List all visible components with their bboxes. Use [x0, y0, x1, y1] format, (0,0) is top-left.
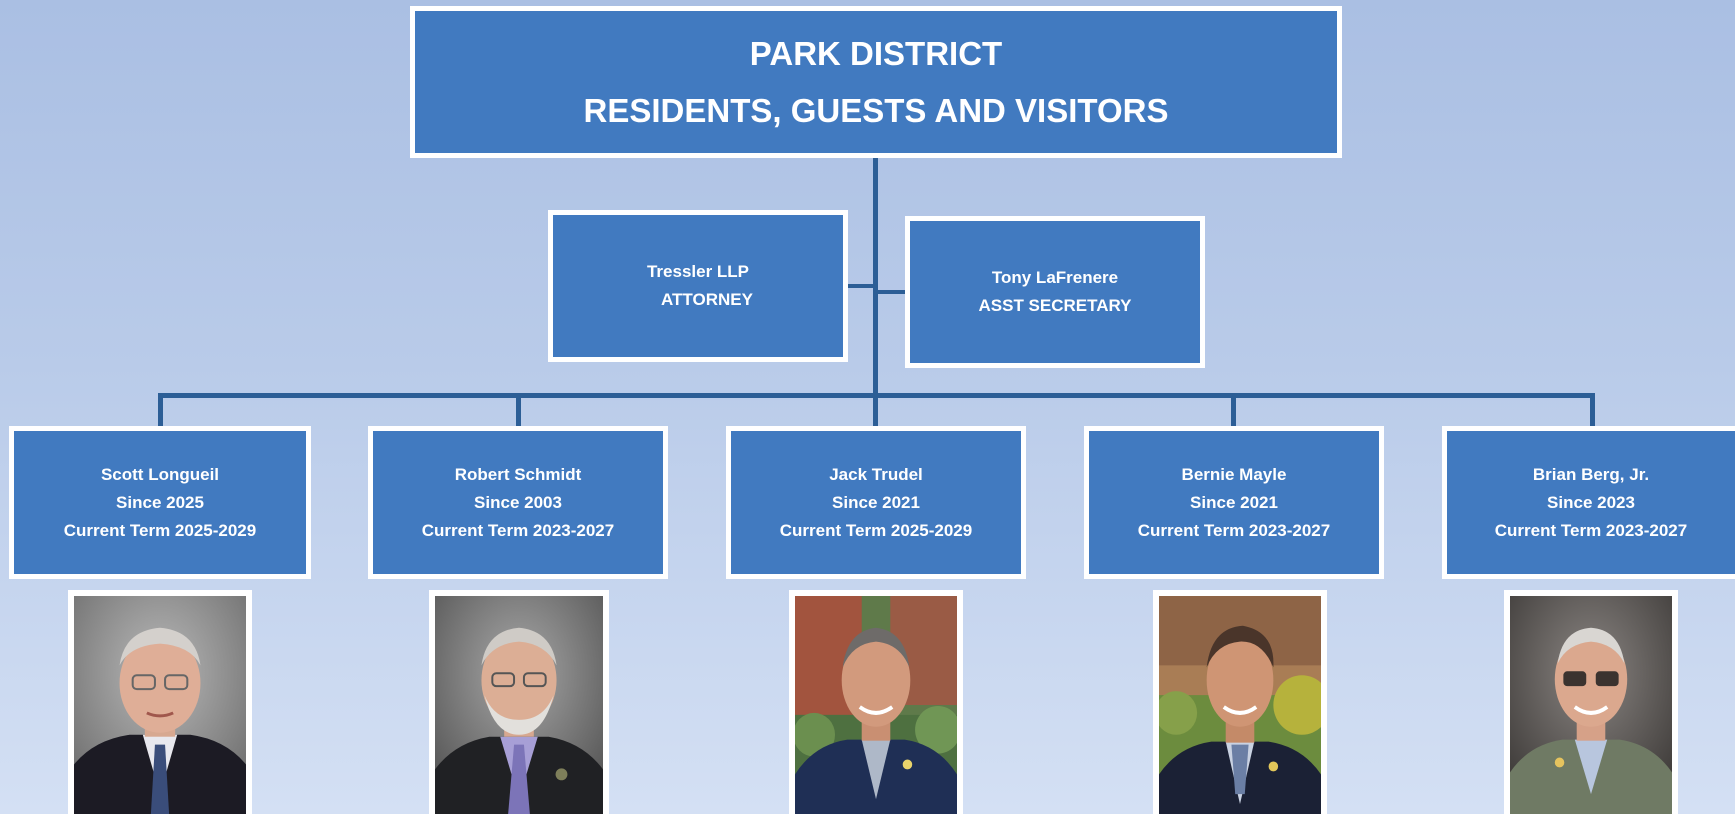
drop-connector-5: [1590, 393, 1595, 426]
drop-connector-2: [516, 393, 521, 426]
member-name: Scott Longueil: [100, 464, 220, 484]
member-photo-1: [68, 590, 252, 814]
member-photo-5: [1504, 590, 1678, 814]
member-since: Since 2003: [474, 492, 562, 512]
org-header-box: PARK DISTRICT RESIDENTS, GUESTS AND VISI…: [410, 6, 1342, 158]
member-name: Jack Trudel: [829, 464, 923, 484]
member-since: Since 2021: [1190, 492, 1278, 512]
org-subtitle: RESIDENTS, GUESTS AND VISITORS: [583, 92, 1169, 129]
member-term: Current Term 2023-2027: [421, 520, 615, 540]
asst-secretary-name: Tony LaFrenere: [991, 268, 1119, 287]
member-name: Robert Schmidt: [454, 464, 582, 484]
member-box-4: Bernie Mayle Since 2021 Current Term 202…: [1084, 426, 1384, 579]
member-term: Current Term 2025-2029: [779, 520, 973, 540]
member-box-2: Robert Schmidt Since 2003 Current Term 2…: [368, 426, 668, 579]
member-term: Current Term 2025-2029: [63, 520, 257, 540]
member-since: Since 2025: [116, 492, 204, 512]
drop-connector-1: [158, 393, 163, 426]
member-photo-3: [789, 590, 963, 814]
member-photo-2: [429, 590, 609, 814]
member-box-3: Jack Trudel Since 2021 Current Term 2025…: [726, 426, 1026, 579]
attorney-box: Tressler LLP ATTORNEY: [548, 210, 848, 362]
asst-secretary-box: Tony LaFrenere ASST SECRETARY: [905, 216, 1205, 368]
member-box-5: Brian Berg, Jr. Since 2023 Current Term …: [1442, 426, 1735, 579]
member-since: Since 2021: [832, 492, 920, 512]
drop-connector-4: [1231, 393, 1236, 426]
member-name: Bernie Mayle: [1181, 464, 1287, 484]
org-title: PARK DISTRICT: [749, 35, 1003, 72]
member-box-1: Scott Longueil Since 2025 Current Term 2…: [9, 426, 311, 579]
member-since: Since 2023: [1547, 492, 1635, 512]
member-term: Current Term 2023-2027: [1137, 520, 1331, 540]
asst-secretary-connector: [876, 290, 906, 294]
attorney-role: ATTORNEY: [661, 290, 753, 309]
member-name: Brian Berg, Jr.: [1532, 464, 1650, 484]
attorney-name: Tressler LLP: [646, 262, 750, 281]
drop-connector-3: [873, 393, 878, 426]
attorney-connector: [846, 284, 876, 288]
member-term: Current Term 2023-2027: [1494, 520, 1688, 540]
asst-secretary-role: ASST SECRETARY: [978, 296, 1132, 315]
trunk-connector: [873, 155, 878, 398]
member-photo-4: [1153, 590, 1327, 814]
